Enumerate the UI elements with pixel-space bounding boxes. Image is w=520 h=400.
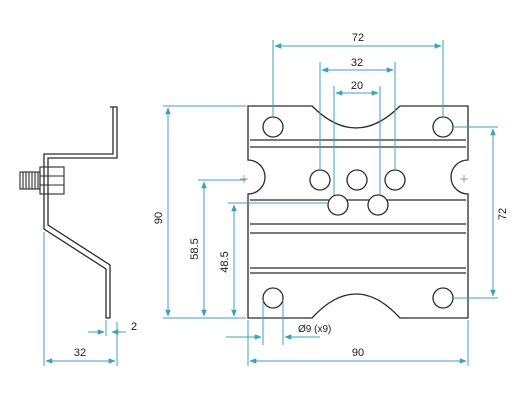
front-plate <box>247 105 469 319</box>
label-lower-height: 48.5 <box>219 251 231 272</box>
hole <box>432 287 454 309</box>
center-marks <box>240 175 468 183</box>
side-bolt <box>19 166 65 195</box>
side-view <box>43 106 118 319</box>
label-thickness: 2 <box>131 321 137 333</box>
label-mid-height: 58.5 <box>189 238 201 259</box>
label-top-width: 72 <box>352 32 364 44</box>
hole <box>367 194 389 216</box>
hole <box>432 116 454 138</box>
dimensions <box>43 40 498 366</box>
bolt-thread <box>19 171 41 190</box>
hole <box>346 169 368 191</box>
plate-outline <box>247 105 469 319</box>
label-hole-callout: Ø9 (x9) <box>298 324 331 335</box>
hole <box>262 116 284 138</box>
side-profile-outer <box>47 106 118 318</box>
side-profile-inner <box>43 107 114 319</box>
hole <box>327 194 349 216</box>
hole <box>384 169 406 191</box>
label-bottom-width: 90 <box>352 347 364 359</box>
label-side-depth: 32 <box>74 347 86 359</box>
thread-marks <box>22 172 39 189</box>
dimension-labels: 72 32 20 90 58.5 48.5 72 2 32 90 Ø9 (x9) <box>74 32 509 359</box>
label-right-height: 72 <box>497 208 509 220</box>
label-inner-spacing: 20 <box>351 80 363 92</box>
holes <box>262 116 454 309</box>
hole <box>262 287 284 309</box>
label-overall-height: 90 <box>153 212 165 224</box>
label-upper-spacing: 32 <box>351 57 363 69</box>
hole <box>309 169 331 191</box>
